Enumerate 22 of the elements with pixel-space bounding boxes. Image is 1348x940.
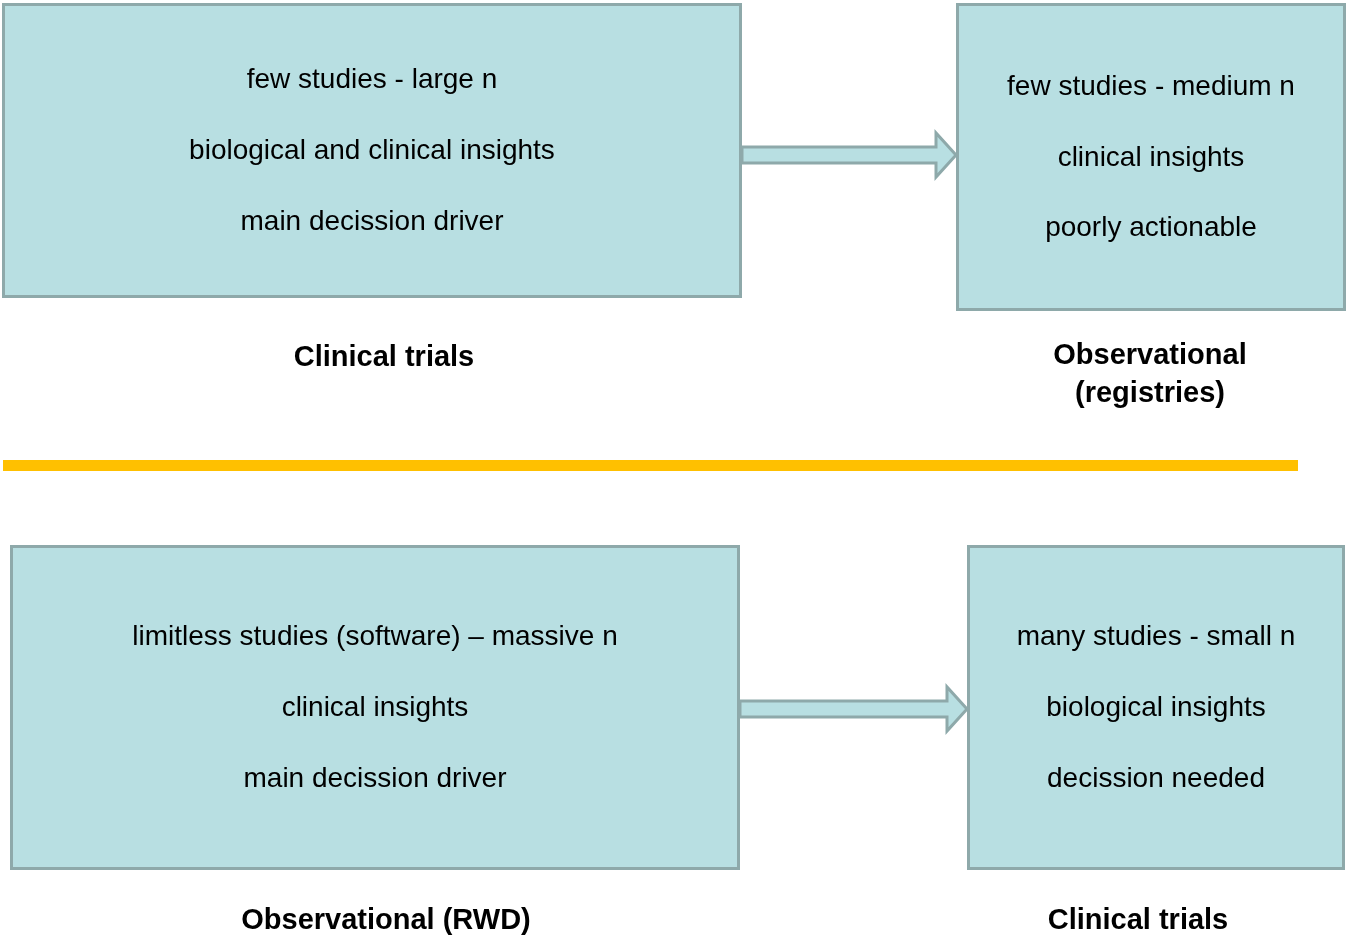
box-caption: Clinical trials [292, 339, 476, 374]
box-text: main decission driver [243, 762, 507, 794]
box-text: biological insights [1046, 692, 1266, 723]
block-arrow [738, 683, 970, 735]
box-text: many studies - small n [1016, 621, 1296, 653]
box-text: clinical insights [281, 692, 469, 723]
text-box [967, 545, 1345, 870]
box-text: biological and clinical insights [189, 135, 555, 166]
box-text: main decission driver [240, 205, 504, 237]
box-caption: Observational (registries) [1052, 337, 1248, 410]
text-box [2, 3, 742, 298]
box-text: poorly actionable [1045, 212, 1257, 244]
text-box [10, 545, 740, 870]
box-text: decission needed [1047, 762, 1265, 794]
box-text: few studies - medium n [1007, 70, 1295, 102]
box-text: few studies - large n [246, 64, 498, 96]
box-caption: Clinical trials [1046, 902, 1230, 937]
box-text: clinical insights [1057, 141, 1245, 173]
text-box [956, 3, 1346, 311]
box-caption: Observational (RWD) [240, 902, 532, 937]
block-arrow [740, 129, 959, 181]
box-text: limitless studies (software) – massive n [132, 621, 618, 653]
